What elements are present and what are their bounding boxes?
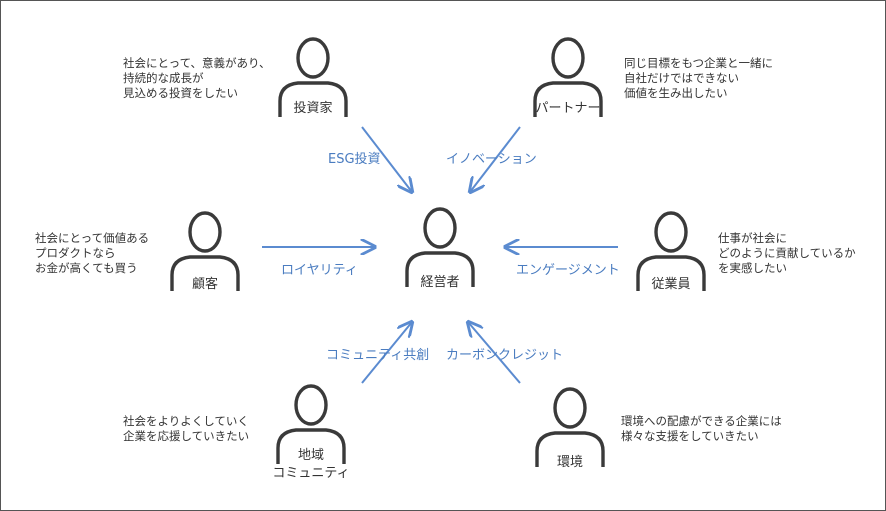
partner-desc-line-2: 自社だけではできない bbox=[624, 71, 739, 85]
person-icon bbox=[170, 211, 240, 291]
community-label-line-2: コミュニティ bbox=[272, 466, 350, 481]
person-icon bbox=[276, 384, 346, 464]
person-icon bbox=[535, 387, 605, 467]
partner-label: パートナー bbox=[535, 101, 601, 116]
relation-innovation: イノベーション bbox=[446, 152, 537, 167]
investor-description: 社会にとって、意義があり、 持続的な成長が 見込める投資をしたい bbox=[123, 56, 271, 101]
relation-loyalty: ロイヤリティ bbox=[281, 263, 358, 278]
person-icon bbox=[636, 211, 706, 291]
investor-label: 投資家 bbox=[293, 101, 333, 116]
relation-community-co-creation: コミュニティ共創 bbox=[326, 348, 430, 363]
relation-engagement: エンゲージメント bbox=[516, 263, 620, 278]
ceo-node: 経営者 bbox=[395, 203, 485, 293]
environment-node: 環境 bbox=[525, 383, 615, 473]
employee-desc-line-2: どのように貢献しているか bbox=[718, 246, 856, 260]
investor-desc-line-3: 見込める投資をしたい bbox=[123, 86, 238, 100]
arrow-investor-to-ceo bbox=[361, 126, 412, 192]
environment-description: 環境への配慮ができる企業には 様々な支援をしていきたい bbox=[621, 414, 782, 444]
person-icon bbox=[533, 37, 603, 117]
customer-label: 顧客 bbox=[191, 277, 218, 292]
employee-desc-line-1: 仕事が社会に bbox=[718, 231, 787, 245]
customer-desc-line-1: 社会にとって価値ある bbox=[35, 231, 150, 245]
community-node: 地域 コミュニティ bbox=[266, 380, 356, 481]
employee-node: 従業員 bbox=[626, 207, 716, 297]
community-desc-line-1: 社会をよりよくしていく bbox=[123, 414, 249, 428]
investor-desc-line-1: 社会にとって、意義があり、 bbox=[123, 56, 271, 70]
relation-esg-investment: ESG投資 bbox=[328, 152, 381, 167]
partner-description: 同じ目標をもつ企業と一緒に 自社だけではできない 価値を生み出したい bbox=[624, 56, 773, 101]
arrow-community-to-ceo bbox=[361, 322, 412, 384]
investor-node: 投資家 bbox=[268, 33, 358, 123]
person-icon bbox=[405, 207, 475, 287]
arrow-environment-to-ceo bbox=[468, 322, 521, 384]
person-icon bbox=[278, 37, 348, 117]
partner-desc-line-3: 価値を生み出したい bbox=[624, 86, 728, 100]
partner-node: パートナー bbox=[523, 33, 613, 123]
employee-desc-line-3: を実感したい bbox=[718, 261, 787, 275]
employee-label: 従業員 bbox=[651, 277, 691, 292]
relation-carbon-credit: カーボンクレジット bbox=[446, 348, 564, 363]
community-desc-line-2: 企業を応援していきたい bbox=[123, 429, 250, 443]
customer-desc-line-3: お金が高くても買う bbox=[35, 261, 138, 275]
customer-desc-line-2: プロダクトなら bbox=[35, 246, 116, 260]
environment-desc-line-2: 様々な支援をしていきたい bbox=[621, 429, 759, 443]
ceo-label: 経営者 bbox=[420, 275, 460, 290]
community-label-line-1: 地域 bbox=[297, 448, 324, 463]
customer-description: 社会にとって価値ある プロダクトなら お金が高くても買う bbox=[35, 231, 149, 276]
customer-node: 顧客 bbox=[160, 207, 250, 297]
environment-desc-line-1: 環境への配慮ができる企業には bbox=[621, 414, 782, 428]
community-description: 社会をよりよくしていく 企業を応援していきたい bbox=[123, 414, 249, 444]
employee-description: 仕事が社会に どのように貢献しているか を実感したい bbox=[718, 231, 856, 276]
investor-desc-line-2: 持続的な成長が bbox=[123, 71, 204, 85]
arrow-partner-to-ceo bbox=[470, 126, 521, 192]
partner-desc-line-1: 同じ目標をもつ企業と一緒に bbox=[624, 56, 774, 70]
environment-label: 環境 bbox=[556, 455, 583, 470]
